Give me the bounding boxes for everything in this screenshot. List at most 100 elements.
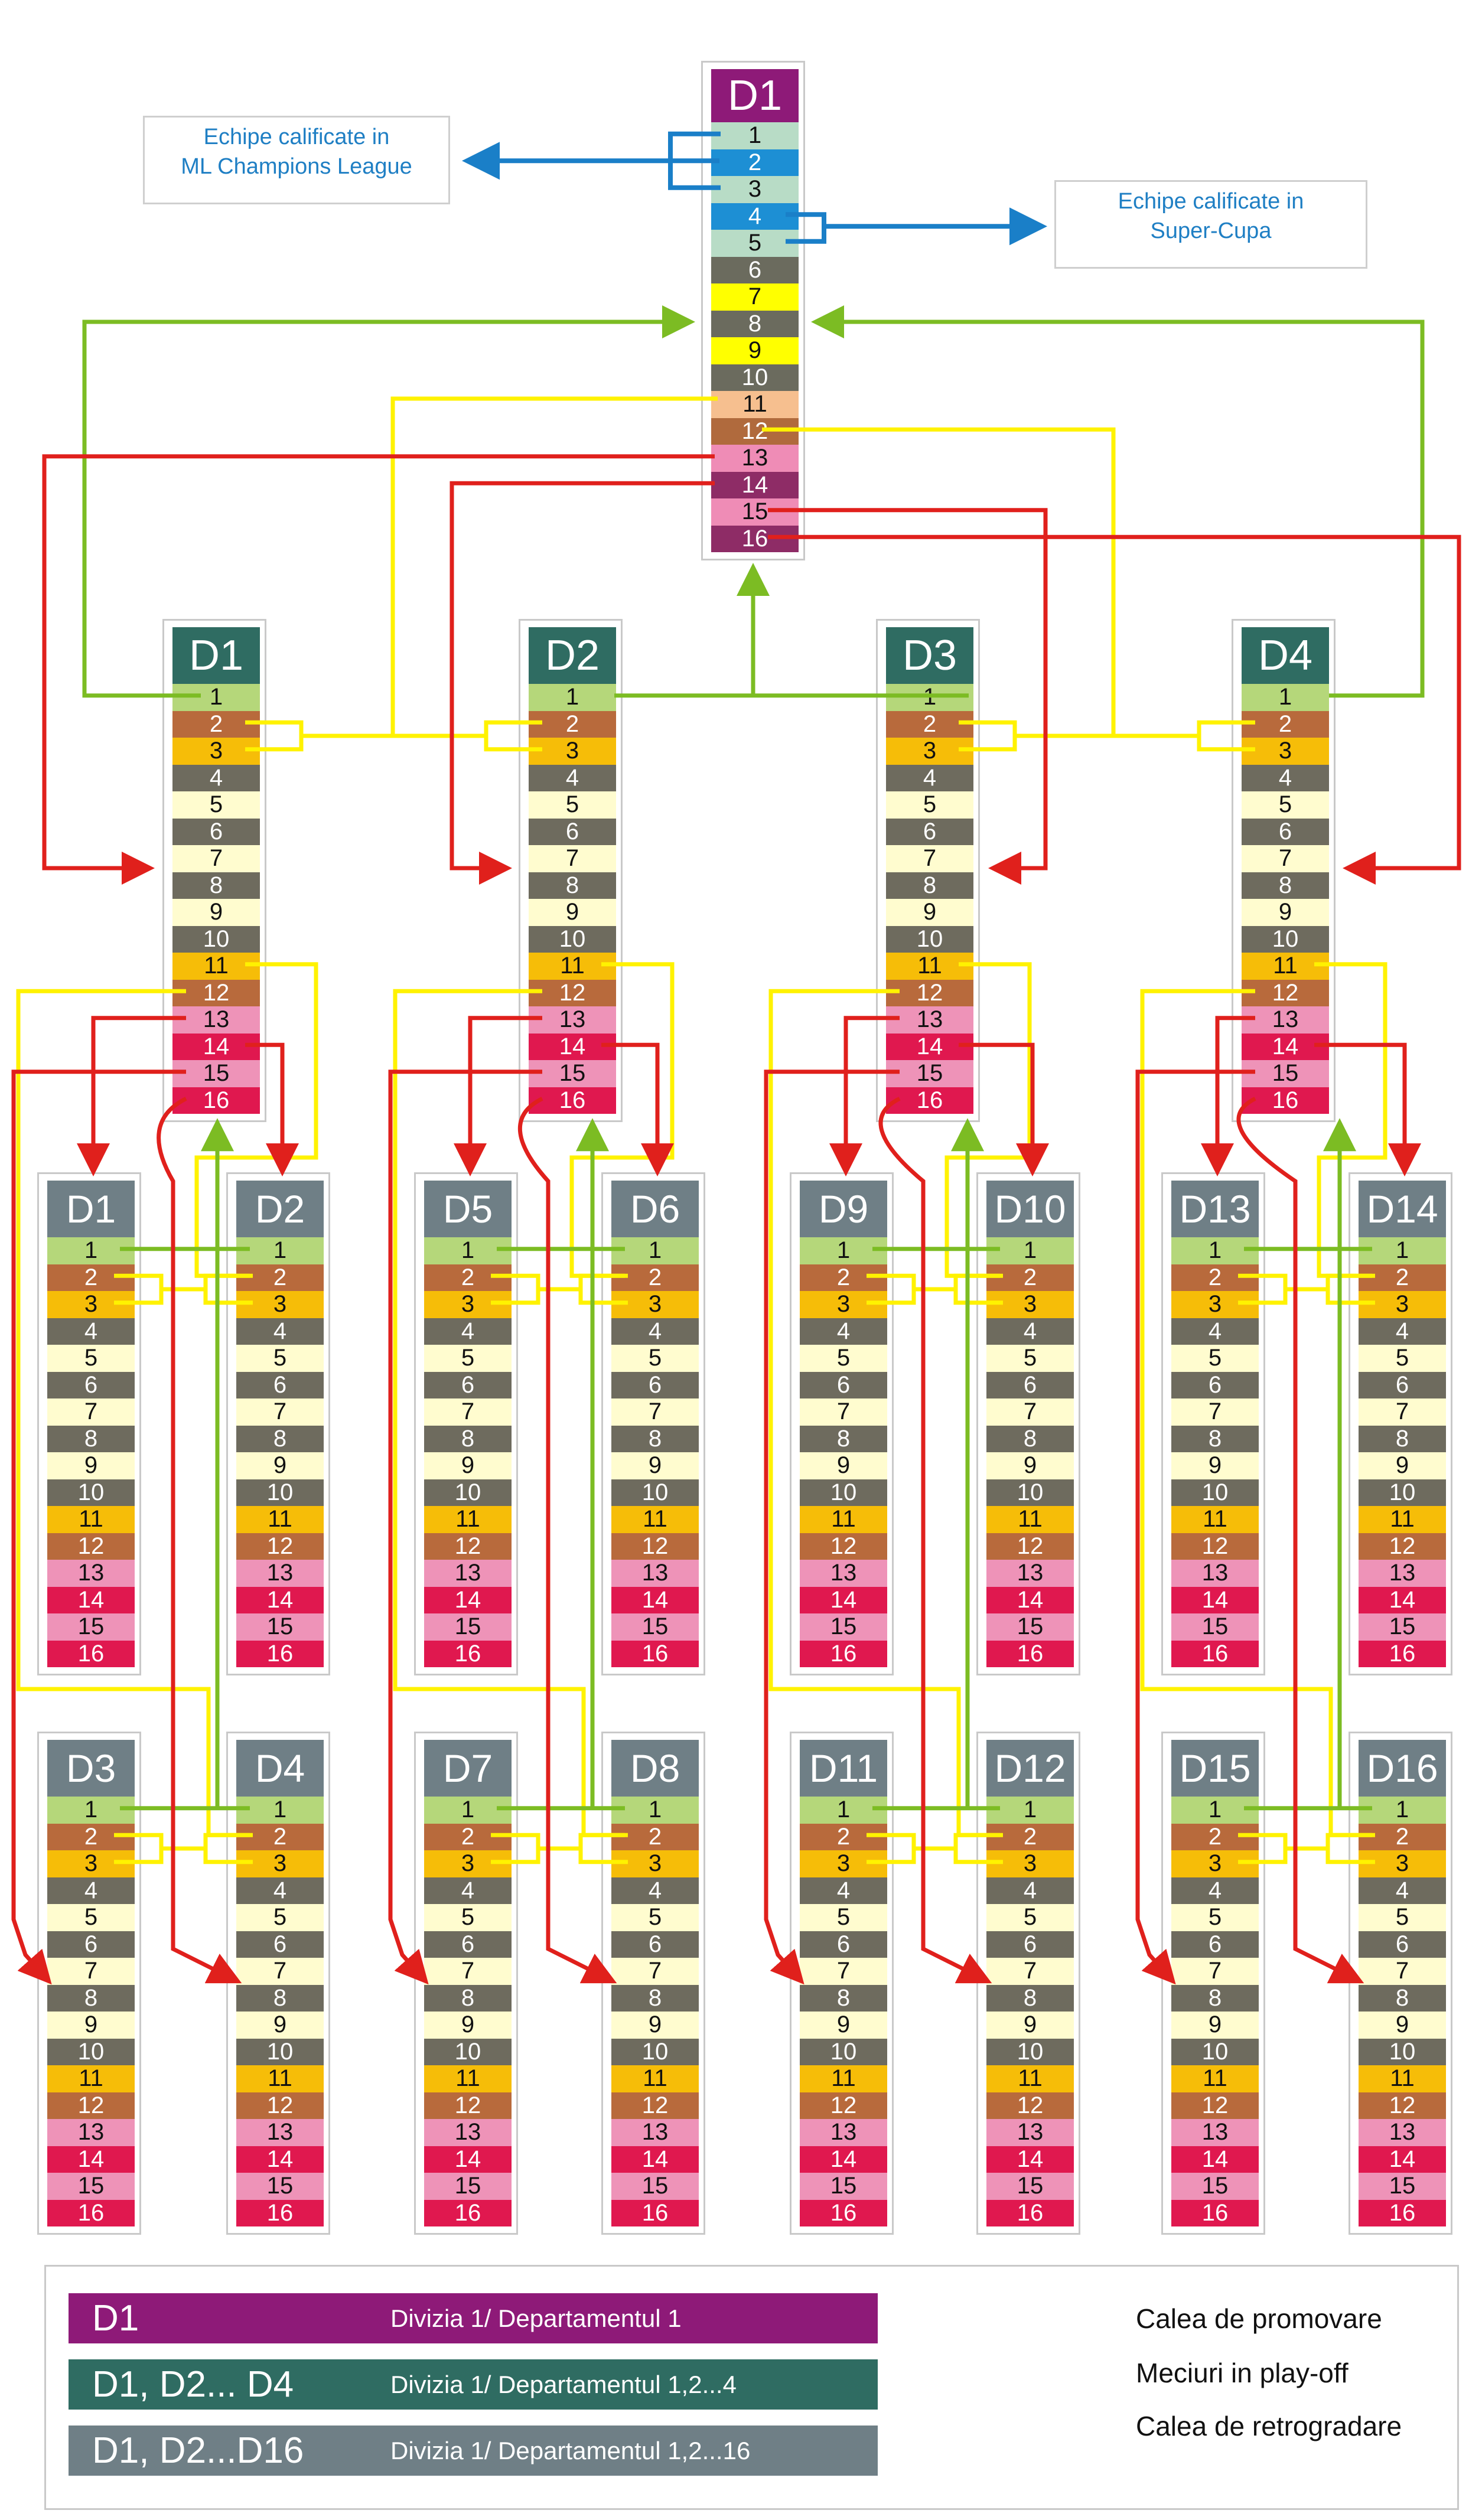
rank-row: 10 — [1359, 1479, 1446, 1506]
rank-row: 14 — [986, 1586, 1074, 1613]
legend-item-third-tier: D1, D2...D16 Divizia 1/ Departamentul 1,… — [69, 2426, 878, 2476]
rank-row: 11 — [424, 2065, 512, 2092]
league-header: D13 — [1171, 1181, 1259, 1237]
rank-row: 9 — [986, 1452, 1074, 1479]
rank-row: 5 — [1359, 1345, 1446, 1372]
rank-row: 9 — [47, 2012, 135, 2039]
rank-row: 9 — [236, 2012, 324, 2039]
rank-row: 15 — [47, 1613, 135, 1641]
rank-row: 12 — [1359, 2092, 1446, 2119]
rank-row: 5 — [611, 1904, 699, 1931]
rank-row: 12 — [424, 2092, 512, 2119]
rank-row: 6 — [611, 1371, 699, 1398]
rank-row: 4 — [1359, 1318, 1446, 1345]
rank-row: 11 — [1359, 1506, 1446, 1533]
rank-row: 6 — [1359, 1371, 1446, 1398]
rank-row: 16 — [424, 2199, 512, 2226]
rank-row: 4 — [236, 1877, 324, 1904]
rank-row: 14 — [1359, 1586, 1446, 1613]
rank-row: 3 — [986, 1850, 1074, 1877]
rank-row: 11 — [800, 2065, 887, 2092]
super-cup-callout-line2: Super-Cupa — [1150, 219, 1272, 243]
rank-row: 5 — [47, 1904, 135, 1931]
rank-row: 11 — [47, 2065, 135, 2092]
rank-row: 16 — [800, 2199, 887, 2226]
legend-item-second-tier: D1, D2... D4 Divizia 1/ Departamentul 1,… — [69, 2359, 878, 2410]
rank-row: 12 — [611, 2092, 699, 2119]
rank-row: 9 — [1359, 2012, 1446, 2039]
rank-row: 6 — [1171, 1931, 1259, 1958]
league-header: D3 — [886, 627, 973, 684]
legend-box: D1 Divizia 1/ Departamentul 1 D1, D2... … — [44, 2265, 1459, 2510]
playoff-bracket — [484, 720, 542, 752]
rank-row: 10 — [986, 1479, 1074, 1506]
rank-row: 10 — [800, 2038, 887, 2065]
rank-row: 13 — [1359, 1560, 1446, 1587]
rank-row: 14 — [424, 1586, 512, 1613]
rank-row: 6 — [611, 1931, 699, 1958]
league-header: D1 — [711, 69, 799, 122]
rank-row: 8 — [800, 1984, 887, 2012]
rank-row: 15 — [236, 2173, 324, 2200]
rank-row: 16 — [611, 2199, 699, 2226]
rank-row: 11 — [611, 1506, 699, 1533]
third-tier-playoff-bracket — [953, 1273, 1003, 1305]
rank-row: 16 — [800, 1640, 887, 1667]
rank-row: 8 — [1359, 1984, 1446, 2012]
rank-row: 1 — [1242, 684, 1329, 711]
rank-row: 16 — [611, 1640, 699, 1667]
legend-code: D1, D2... D4 — [92, 2364, 294, 2405]
playoff-loop-left — [16, 989, 250, 1837]
rank-row: 16 — [1242, 1087, 1329, 1114]
rank-row: 5 — [800, 1345, 887, 1372]
rank-row: 16 — [986, 1640, 1074, 1667]
rank-row: 1 — [1359, 1237, 1446, 1264]
rank-row: 13 — [711, 445, 799, 472]
playoff-bracket — [959, 720, 1017, 752]
relegation-top-to-d2 — [450, 481, 715, 885]
rank-row: 16 — [1359, 1640, 1446, 1667]
rank-row: 6 — [529, 818, 616, 845]
rank-row: 14 — [172, 1033, 260, 1060]
relegation-second-to-third-d — [878, 1097, 992, 1984]
rank-row: 2 — [529, 710, 616, 738]
rank-row: 15 — [986, 2173, 1074, 2200]
rank-row: 7 — [1359, 1958, 1446, 1985]
rank-row: 6 — [986, 1371, 1074, 1398]
rank-row: 16 — [236, 2199, 324, 2226]
league-header: D16 — [1359, 1740, 1446, 1797]
rank-row: 5 — [529, 791, 616, 819]
rank-row: 7 — [986, 1958, 1074, 1985]
rank-row: 12 — [986, 2092, 1074, 2119]
rank-row: 4 — [529, 764, 616, 791]
rank-row: 6 — [47, 1931, 135, 1958]
rank-row: 15 — [800, 1613, 887, 1641]
rank-row: 5 — [1359, 1904, 1446, 1931]
rank-row: 1 — [611, 1237, 699, 1264]
league-header: D9 — [800, 1181, 887, 1237]
rank-row: 9 — [986, 2012, 1074, 2039]
relegation-second-to-third-b — [601, 1042, 674, 1176]
rank-row: 6 — [424, 1371, 512, 1398]
rank-row: 4 — [611, 1318, 699, 1345]
playoff-loop-right — [1314, 962, 1387, 1278]
rank-row: 16 — [986, 2199, 1074, 2226]
relegation-second-to-third-c — [764, 1070, 900, 1985]
rank-row: 13 — [1242, 1006, 1329, 1034]
rank-row: 4 — [47, 1877, 135, 1904]
rank-row: 7 — [986, 1398, 1074, 1426]
playoff-to-top-right — [762, 427, 1116, 736]
rank-row: 9 — [611, 2012, 699, 2039]
rank-row: 12 — [529, 979, 616, 1006]
rank-row: 3 — [711, 176, 799, 203]
rank-row: 13 — [529, 1006, 616, 1034]
rank-row: 16 — [1359, 2199, 1446, 2226]
super-cup-callout: Echipe calificate in Super-Cupa — [1054, 180, 1367, 269]
rank-row: 4 — [711, 203, 799, 230]
rank-row: 5 — [1242, 791, 1329, 819]
rank-row: 5 — [236, 1904, 324, 1931]
rank-row: 14 — [1359, 2146, 1446, 2173]
rank-row: 8 — [986, 1984, 1074, 2012]
rank-row: 1 — [800, 1797, 887, 1824]
